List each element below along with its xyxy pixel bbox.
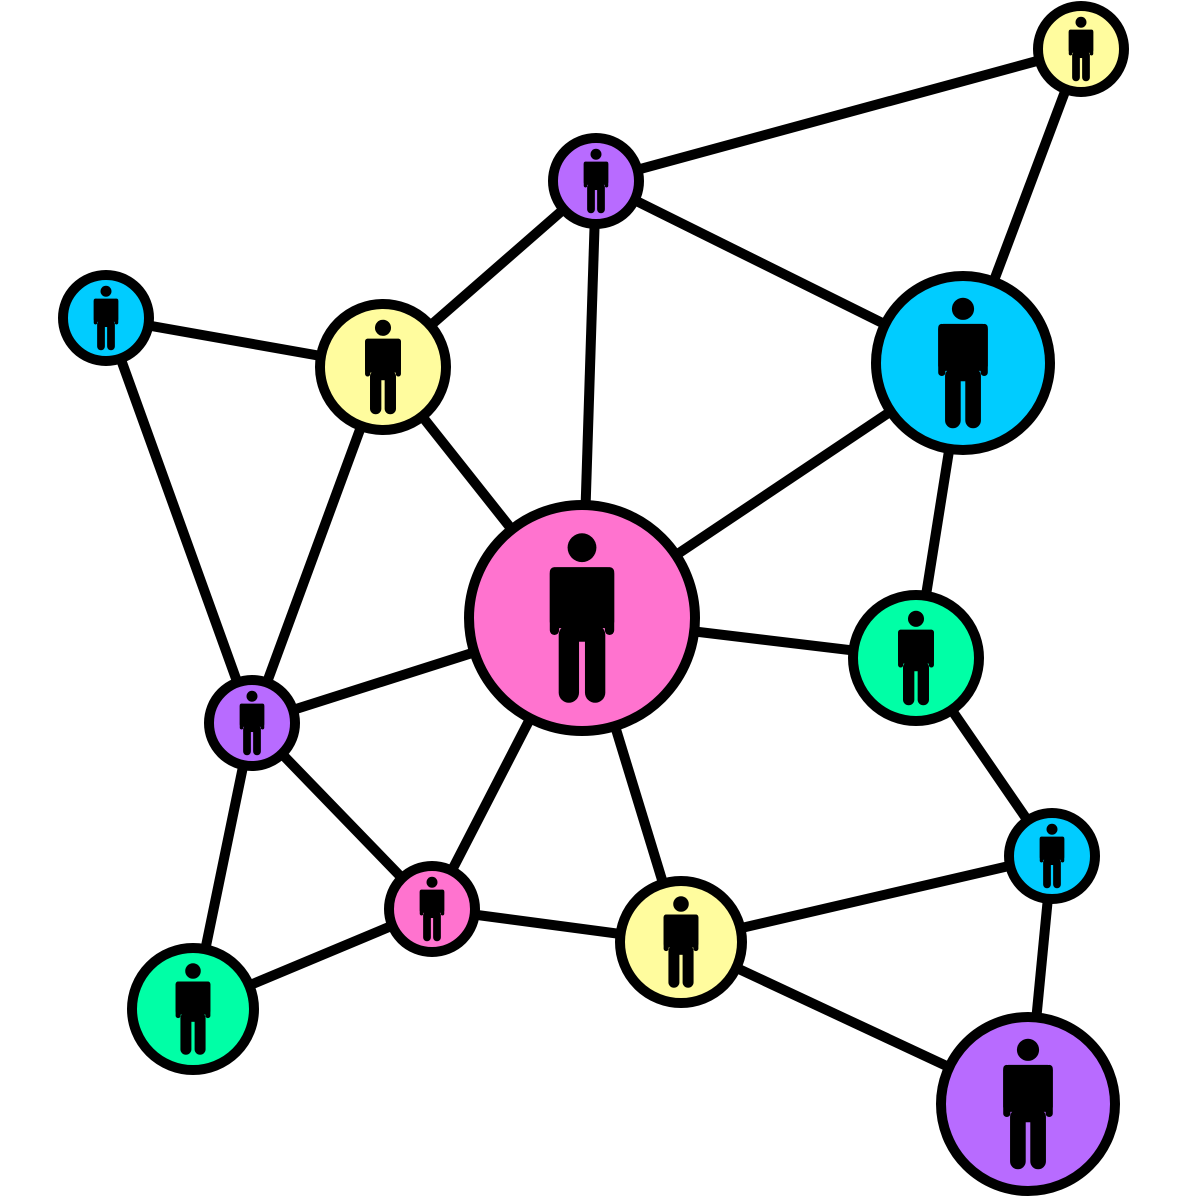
person-icon [419, 876, 445, 942]
edge-n4-n8 [101, 316, 257, 725]
person-icon [175, 963, 211, 1055]
node-n9[interactable] [384, 861, 480, 957]
person-icon [663, 896, 699, 988]
node-n11[interactable] [1004, 808, 1100, 904]
person-icon [549, 533, 615, 703]
node-n2[interactable] [548, 133, 644, 229]
node-n3[interactable] [1033, 1, 1129, 97]
edge-n2-n3 [594, 44, 1083, 186]
node-n13[interactable] [936, 1012, 1120, 1196]
node-n7[interactable] [848, 590, 984, 726]
node-n10[interactable] [615, 876, 747, 1008]
person-icon [365, 319, 401, 415]
node-n12[interactable] [127, 943, 259, 1075]
person-icon [1039, 823, 1065, 889]
node-n5[interactable] [315, 299, 451, 435]
node-n6[interactable] [871, 271, 1055, 455]
person-icon [583, 148, 609, 214]
person-icon [1068, 16, 1094, 82]
person-icon [898, 610, 934, 706]
person-icon [938, 297, 988, 429]
person-icon [93, 285, 119, 351]
node-n8[interactable] [204, 675, 300, 771]
person-icon [1003, 1038, 1053, 1170]
nodes [58, 1, 1129, 1196]
person-icon [239, 690, 265, 756]
node-n4[interactable] [58, 270, 154, 366]
node-n1[interactable] [464, 500, 700, 736]
